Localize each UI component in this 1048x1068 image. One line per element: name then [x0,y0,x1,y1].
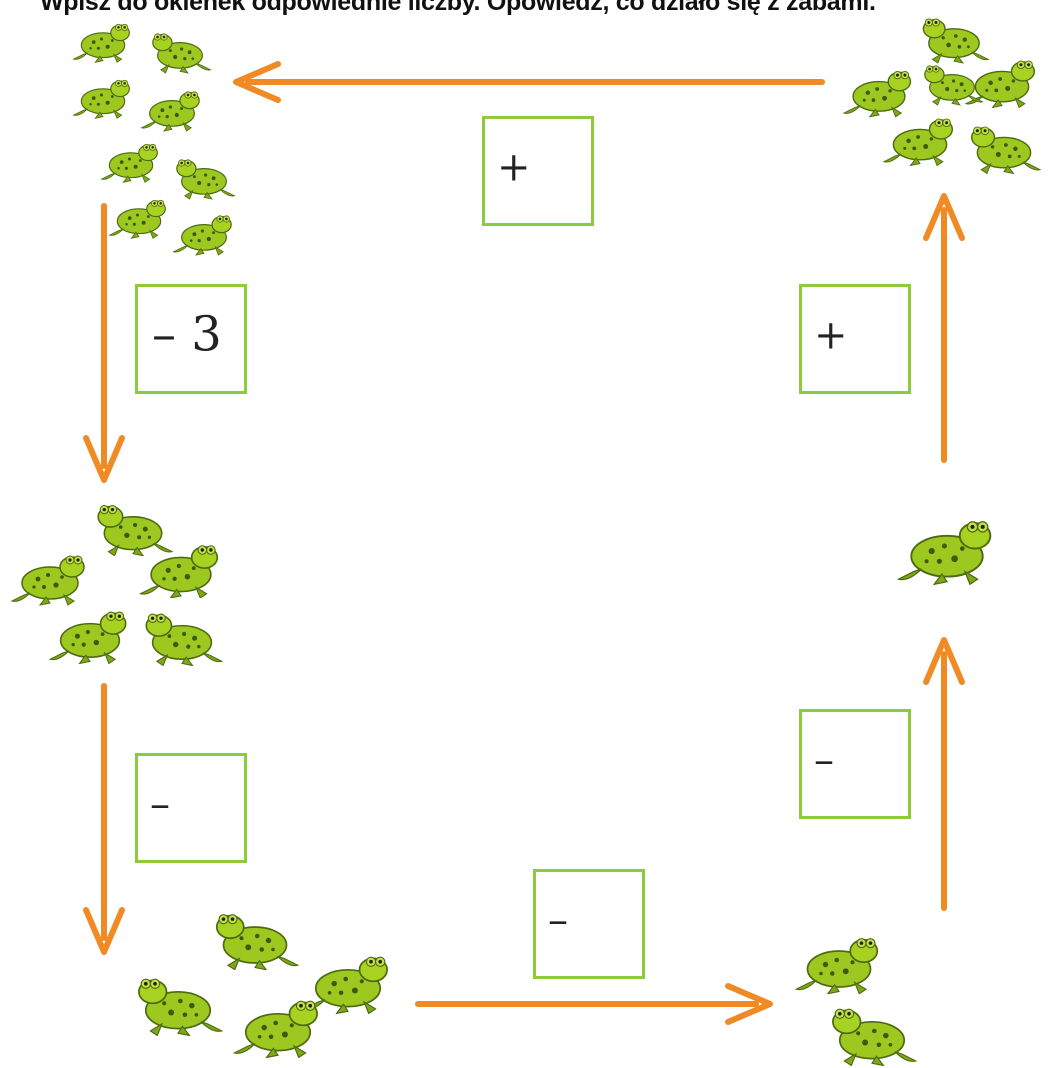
frog-group-bottom-right [795,937,917,1066]
frog-icon [49,611,127,664]
answer-box-top[interactable]: + [482,116,594,226]
frog-icon [795,937,879,994]
operator-minus: – [548,897,568,944]
answer-box-left-upper[interactable]: – 3 [135,284,247,394]
frog-icon [883,118,954,166]
arrow-top [233,61,825,103]
arrow-bottom [415,983,773,1025]
answer-box-bottom[interactable]: – [533,869,645,979]
frog-icon [970,126,1041,174]
arrow-right-upper [923,193,965,463]
frog-icon [139,544,219,598]
operator-plus: + [814,312,848,359]
frog-icon [108,199,166,239]
operator-minus-value: – 3 [152,306,222,363]
frog-icon [145,613,223,666]
frog-group-top-right [843,18,1041,174]
operator-minus: – [150,781,170,828]
frog-icon [303,956,388,1014]
answer-box-left-lower[interactable]: – [135,753,247,863]
frog-icon [152,33,212,74]
frog-icon [233,1000,318,1058]
answer-box-right-upper[interactable]: + [799,284,911,394]
frog-icon [72,23,130,63]
frog-icon [172,215,232,256]
frog-icon [11,555,85,606]
frog-icon [897,520,992,586]
frog-group-bottom-left [138,913,388,1058]
frog-icon [176,159,236,200]
arrow-right-lower [923,637,965,911]
frog-icon [832,1008,917,1066]
frog-icon [843,70,912,118]
frog-icon [72,79,130,119]
frog-icon [924,65,984,106]
frog-icon [138,978,223,1036]
frog-icon [97,504,173,556]
frog-icon [215,913,299,970]
frog-icon [100,143,158,183]
frog-group-middle-left [11,504,223,666]
arrow-left-lower [83,683,125,955]
operator-minus: – [814,737,834,784]
answer-box-right-lower[interactable]: – [799,709,911,819]
frog-group-top-left [72,23,236,256]
frog-icon [922,18,989,64]
instruction-text: Wpisz do okienek odpowiednie liczby. Opo… [40,0,876,16]
frog-icon [140,91,200,132]
frog-group-middle-right [897,520,992,586]
operator-plus: + [497,144,531,191]
arrow-left-upper [83,203,125,483]
